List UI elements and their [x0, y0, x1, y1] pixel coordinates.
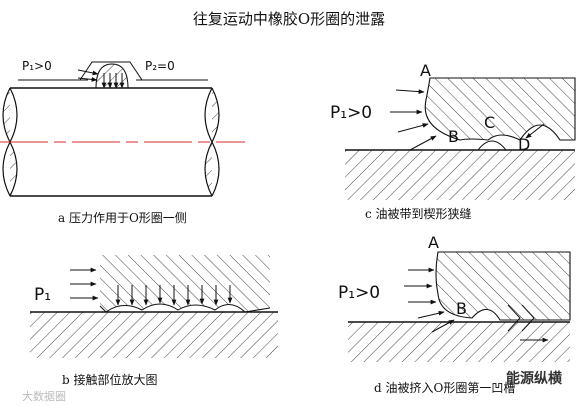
panel-c-surface [345, 150, 575, 200]
panel-d-oring [435, 251, 571, 321]
panel-d-p1-label: P₁>0 [338, 283, 380, 303]
o-ring-shape [95, 63, 129, 89]
panel-b-oring [100, 255, 270, 312]
panel-c-caption: c 油被带到楔形狭缝 [365, 206, 472, 221]
panel-d-caption: d 油被挤入O形圈第一凹槽 [374, 380, 515, 395]
panel-c-label-c: C [484, 113, 495, 132]
panel-a-p1-label: P₁>0 [22, 59, 52, 73]
panel-c-p1-label: P₁>0 [330, 103, 372, 123]
panel-c-label-a: A [420, 61, 431, 80]
panel-c-label-d: D [518, 135, 530, 154]
panel-b-caption: b 接触部位放大图 [62, 372, 158, 387]
panel-a-p2-label: P₂=0 [145, 59, 175, 73]
watermark-left: 大数据圈 [22, 390, 66, 403]
panel-c-label-b: B [448, 127, 459, 146]
panel-d-label-b: B [456, 299, 467, 318]
panel-c-oring [424, 77, 576, 141]
panel-d: P₁>0 A B d 油被挤入O形圈第一凹槽 [338, 233, 571, 395]
watermark-right: 能源纵横 [506, 371, 562, 387]
panel-b: P₁ b 接触部位放大图 [30, 255, 278, 387]
panel-a-caption: a 压力作用于O形圈一侧 [58, 211, 187, 225]
panel-d-label-a: A [428, 233, 439, 252]
panel-c: P₁>0 A B C D c 油被带到楔形狭缝 [330, 61, 576, 221]
panel-a: P₁>0 P₂=0 a 压力作用于O形圈一侧 [0, 59, 245, 225]
diagram-title: 往复运动中橡胶O形圈的泄露 [193, 10, 385, 28]
panel-b-p1-label: P₁ [34, 285, 51, 305]
